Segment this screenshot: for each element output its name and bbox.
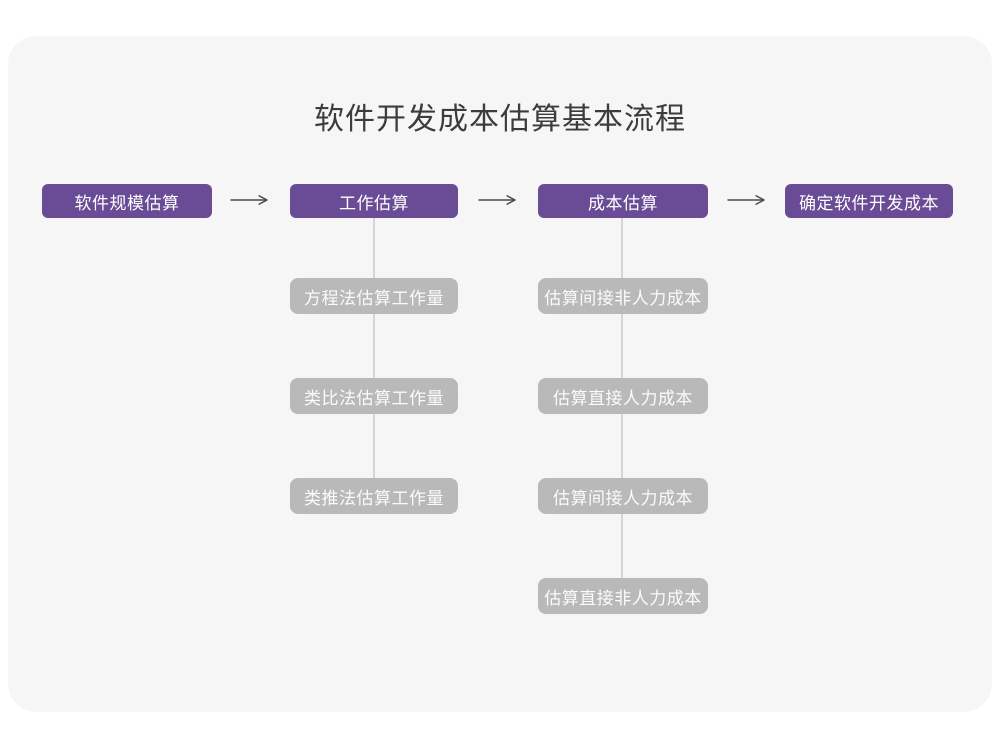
right-arrow-icon — [478, 193, 518, 207]
sub-node-indirect-non-labor-cost: 估算间接非人力成本 — [538, 278, 708, 314]
sub-node-extrapolation-method-workload: 类推法估算工作量 — [290, 478, 458, 514]
flow-node-software-scale-estimation: 软件规模估算 — [42, 184, 212, 218]
connector-line-work-estimation — [373, 218, 375, 496]
sub-node-equation-method-workload: 方程法估算工作量 — [290, 278, 458, 314]
flow-node-determine-software-dev-cost: 确定软件开发成本 — [785, 184, 953, 218]
canvas-card — [8, 36, 992, 712]
sub-node-direct-labor-cost: 估算直接人力成本 — [538, 378, 708, 414]
sub-node-indirect-labor-cost: 估算间接人力成本 — [538, 478, 708, 514]
sub-node-direct-non-labor-cost: 估算直接非人力成本 — [538, 578, 708, 614]
right-arrow-icon — [727, 193, 767, 207]
sub-node-analogy-method-workload: 类比法估算工作量 — [290, 378, 458, 414]
flow-node-work-estimation: 工作估算 — [290, 184, 458, 218]
diagram-title: 软件开发成本估算基本流程 — [314, 103, 686, 136]
flow-node-cost-estimation: 成本估算 — [538, 184, 708, 218]
right-arrow-icon — [230, 193, 270, 207]
